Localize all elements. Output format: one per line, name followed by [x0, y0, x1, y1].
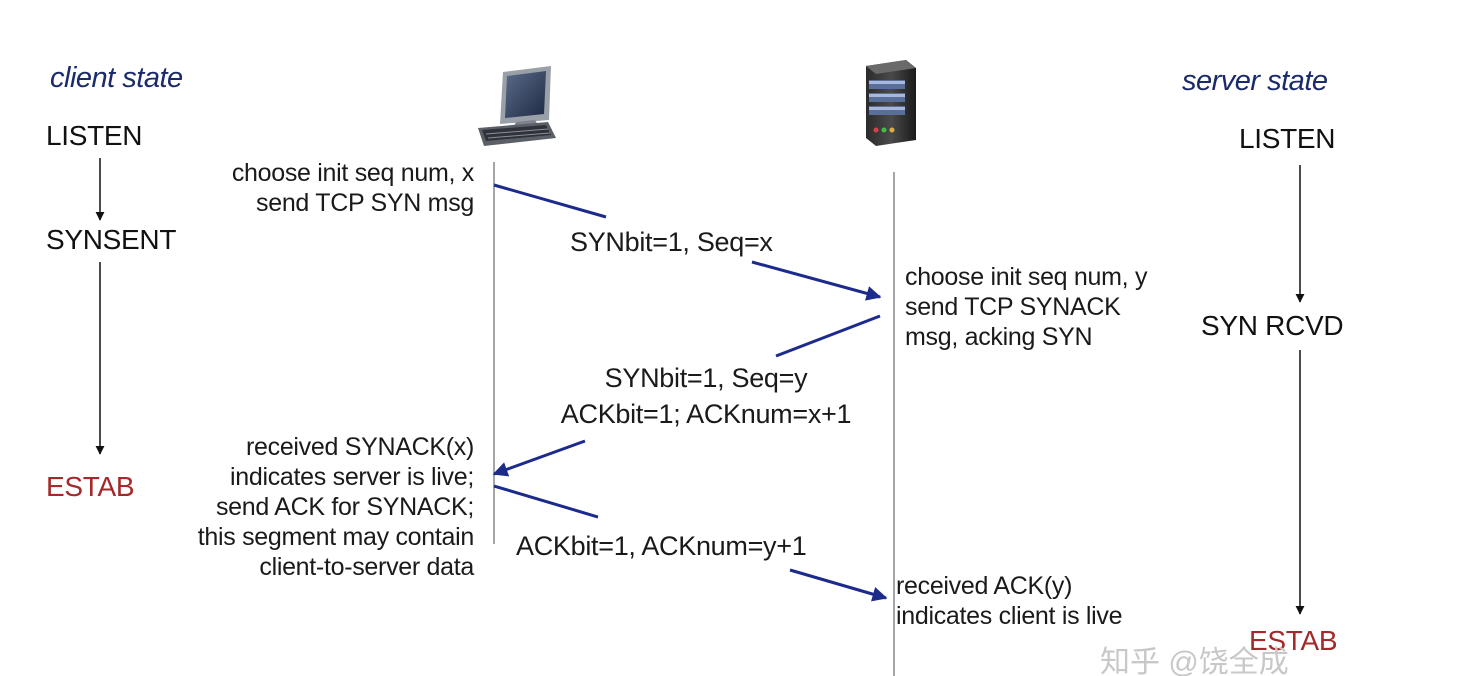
- synack-message-line1: SYNbit=1, Seq=y: [604, 363, 808, 393]
- server-state-listen: LISTEN: [1239, 123, 1336, 154]
- client-syn-note-line: send TCP SYN msg: [256, 189, 474, 217]
- ack-arrow-part1: [493, 484, 599, 519]
- client-synack-note-line: client-to-server data: [259, 553, 474, 581]
- synack-message-line2: ACKbit=1; ACKnum=x+1: [560, 399, 852, 429]
- client-state-estab: ESTAB: [46, 471, 135, 502]
- client-syn-note-line: choose init seq num, x: [231, 159, 474, 187]
- server-tower-icon: [866, 60, 916, 146]
- client-synack-note-line: indicates server is live;: [230, 463, 474, 491]
- server-synack-note-line: msg, acking SYN: [905, 323, 1093, 351]
- watermark: 知乎 @饶全成: [1100, 646, 1289, 676]
- syn-arrow-part1: [493, 183, 607, 219]
- syn-message-label: SYNbit=1, Seq=x: [570, 227, 773, 257]
- server-ack-note-line: received ACK(y): [896, 572, 1073, 600]
- synack-arrow-part1: [775, 314, 881, 358]
- desktop-computer-icon: [478, 66, 556, 146]
- client-state-header: client state: [50, 62, 183, 94]
- ack-message-label: ACKbit=1, ACKnum=y+1: [516, 531, 807, 561]
- client-synack-note-line: send ACK for SYNACK;: [215, 493, 474, 521]
- client-state-synsent: SYNSENT: [46, 224, 177, 255]
- server-synack-note-line: choose init seq num, y: [905, 263, 1148, 291]
- server-state-syn-rcvd: SYN RCVD: [1201, 310, 1344, 341]
- server-synack-note-line: send TCP SYNACK: [905, 293, 1121, 321]
- server-state-estab: ESTAB: [1249, 625, 1338, 656]
- ack-arrow-part2: [789, 568, 888, 602]
- server-ack-note-line: indicates client is live: [896, 602, 1123, 630]
- client-synack-received-note: received SYNACK(x) indicates server is l…: [197, 432, 475, 582]
- synack-arrow-part2: [492, 439, 586, 477]
- syn-arrow-part2: [751, 260, 882, 301]
- client-synack-note-line: this segment may contain: [197, 523, 475, 551]
- client-synack-note-line: received SYNACK(x): [246, 433, 474, 461]
- server-state-header: server state: [1182, 65, 1328, 97]
- server-ack-received-note: received ACK(y) indicates client is live: [896, 571, 1123, 631]
- client-syn-note: choose init seq num, x send TCP SYN msg: [232, 158, 474, 218]
- server-synack-note: choose init seq num, y send TCP SYNACK m…: [905, 262, 1147, 352]
- client-state-listen: LISTEN: [46, 120, 143, 151]
